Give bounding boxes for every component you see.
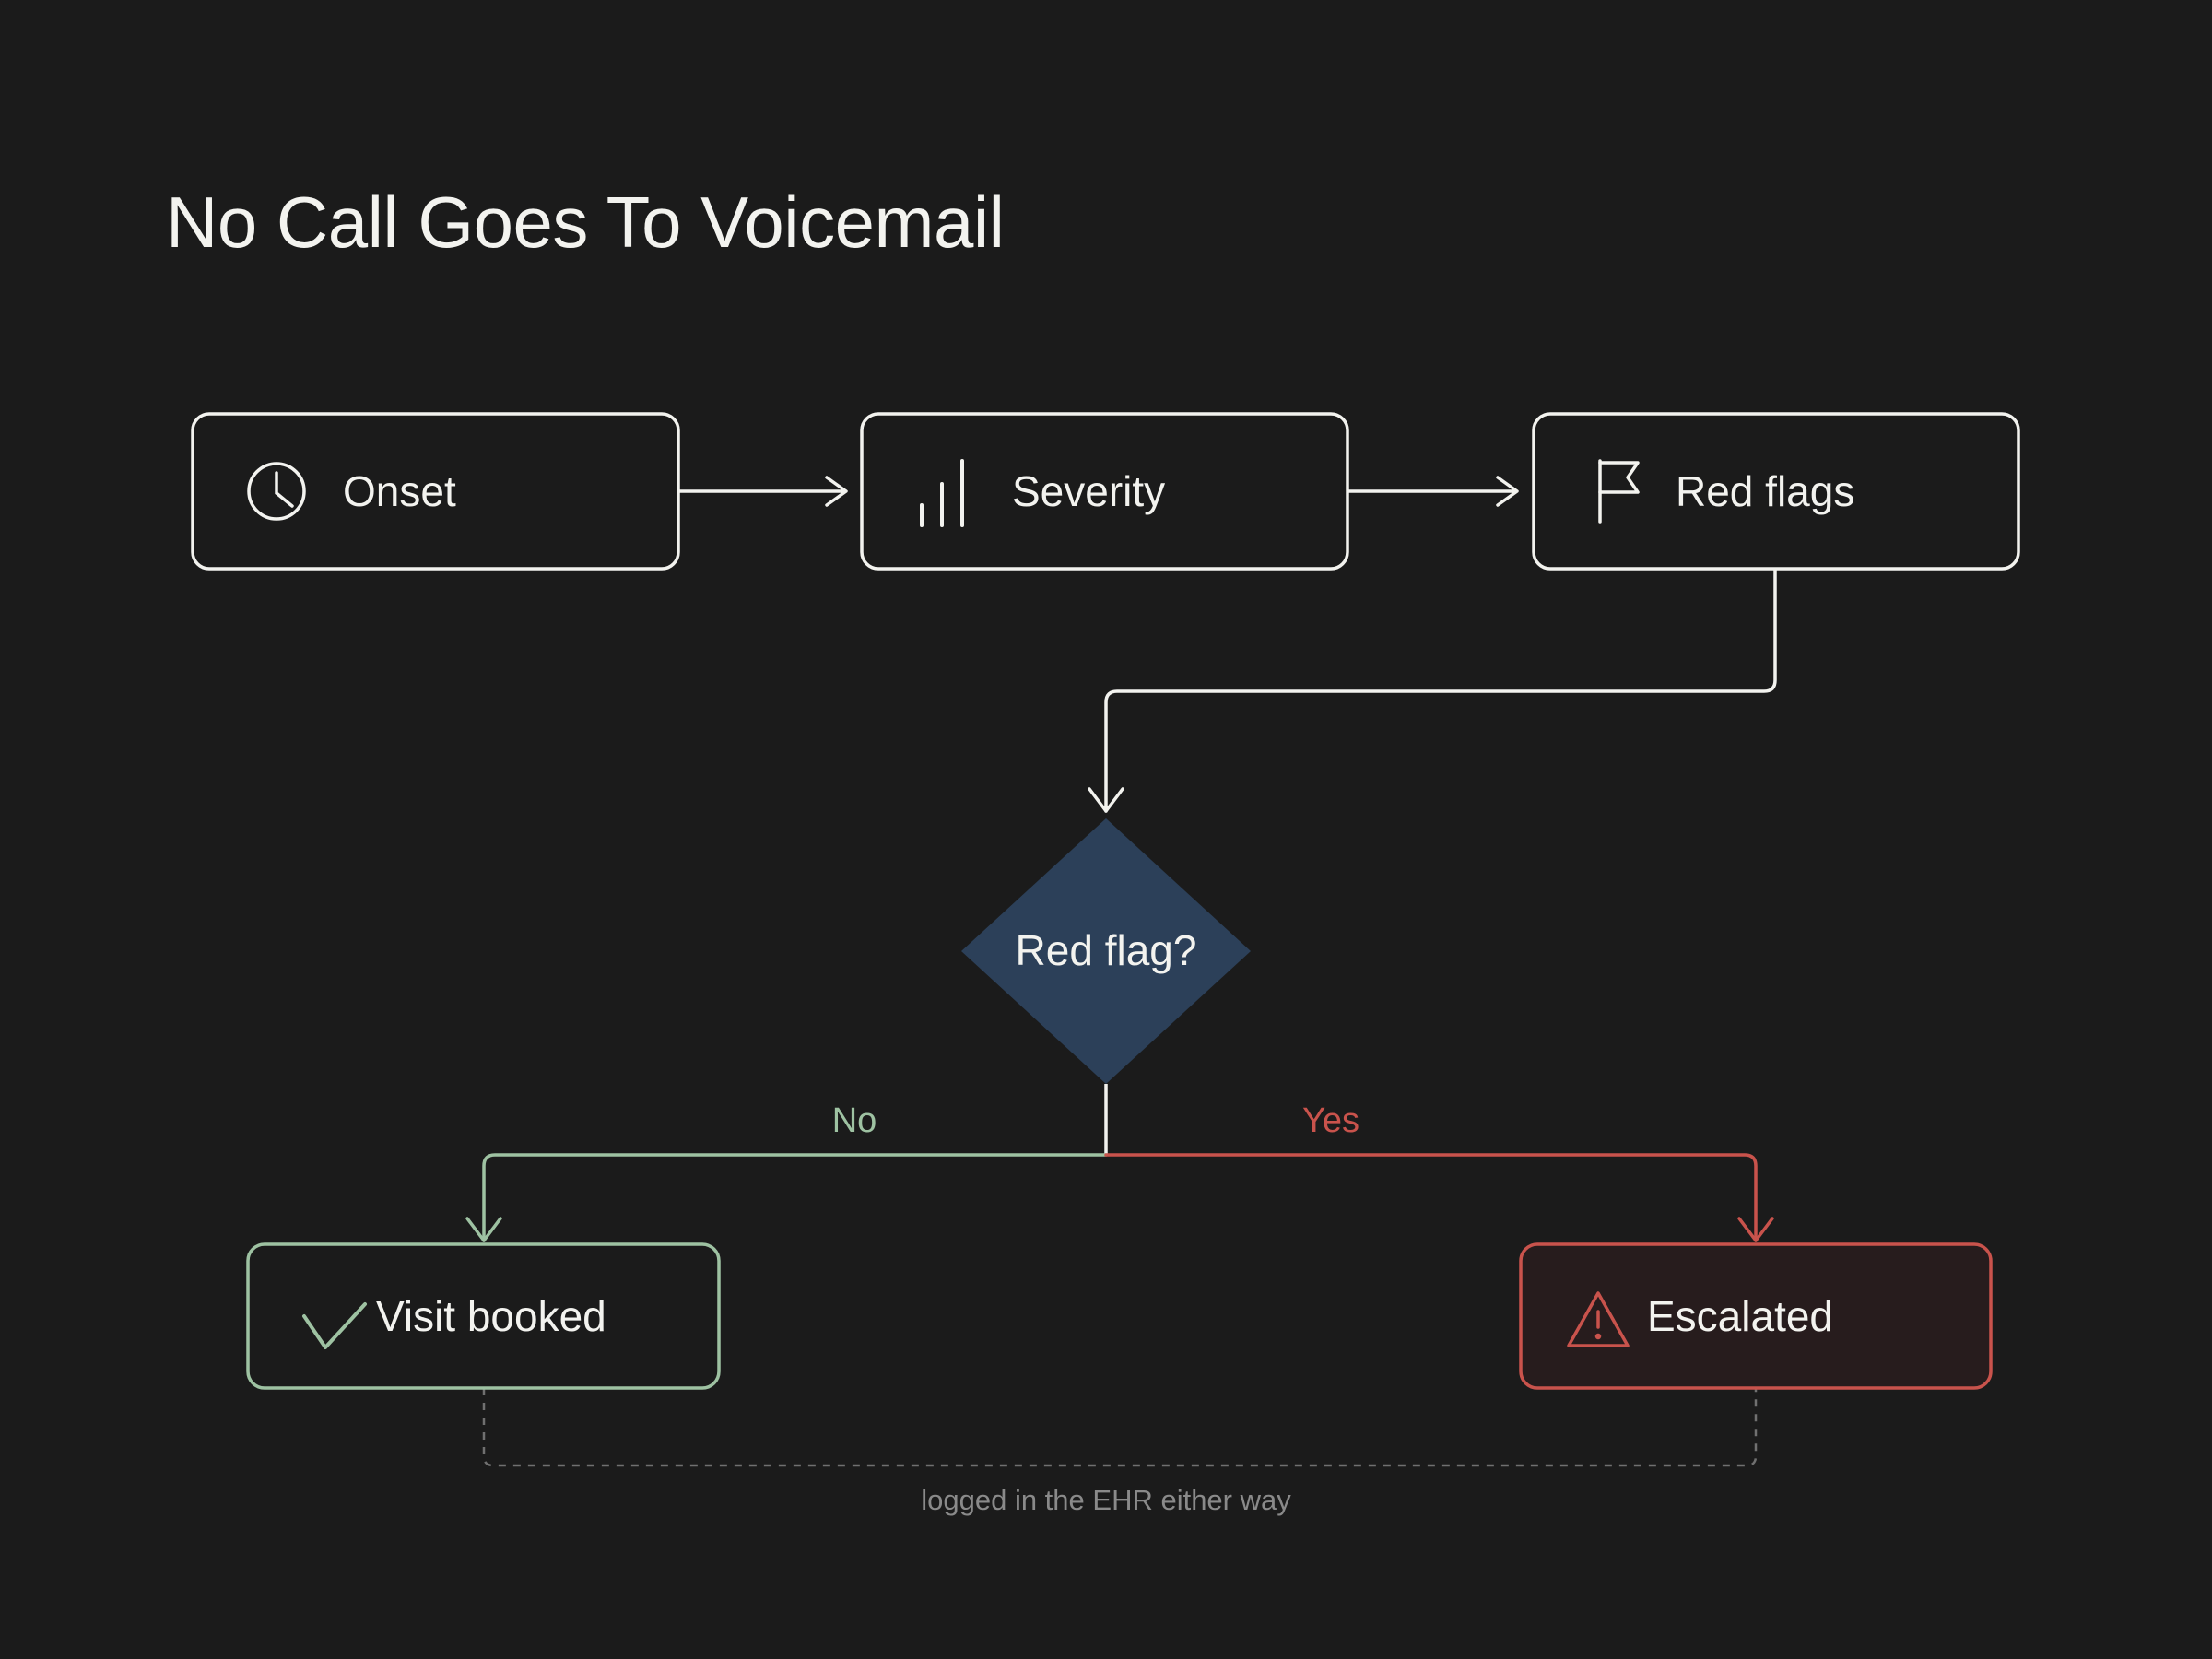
outcome-visit-booked: Visit booked (246, 1242, 721, 1390)
branch-label-yes: Yes (1302, 1101, 1359, 1140)
decision-red-flag: Red flag? (961, 818, 1251, 1084)
bar-chart-icon (920, 459, 964, 527)
check-icon (302, 1302, 367, 1349)
footnote: logged in the EHR either way (921, 1484, 1291, 1516)
outcome-visit-booked-label: Visit booked (376, 1292, 606, 1340)
connector-no-branch (465, 1153, 1108, 1242)
connector-onset-to-severity (677, 476, 848, 507)
step-severity: Severity (860, 412, 1349, 571)
step-severity-label: Severity (1012, 467, 1165, 515)
diagram-title: No Call Goes To Voicemail (166, 182, 1005, 263)
clock-icon (247, 462, 306, 521)
step-onset: Onset (191, 412, 680, 571)
flag-icon (1598, 459, 1640, 524)
step-onset-label: Onset (343, 467, 456, 515)
log-bracket (482, 1388, 1758, 1467)
step-red-flags: Red flags (1532, 412, 2020, 571)
step-red-flags-label: Red flags (1676, 467, 1854, 515)
warning-icon (1567, 1291, 1630, 1347)
connector-yes-branch (1104, 1153, 1774, 1242)
branch-label-no: No (832, 1101, 877, 1140)
decision-label: Red flag? (1016, 926, 1197, 974)
outcome-escalated-label: Escalated (1647, 1292, 1833, 1340)
connector-severity-to-red-flags (1346, 476, 1519, 507)
outcome-escalated: Escalated (1519, 1242, 1993, 1390)
connector-red-flags-to-decision (1088, 567, 1777, 813)
